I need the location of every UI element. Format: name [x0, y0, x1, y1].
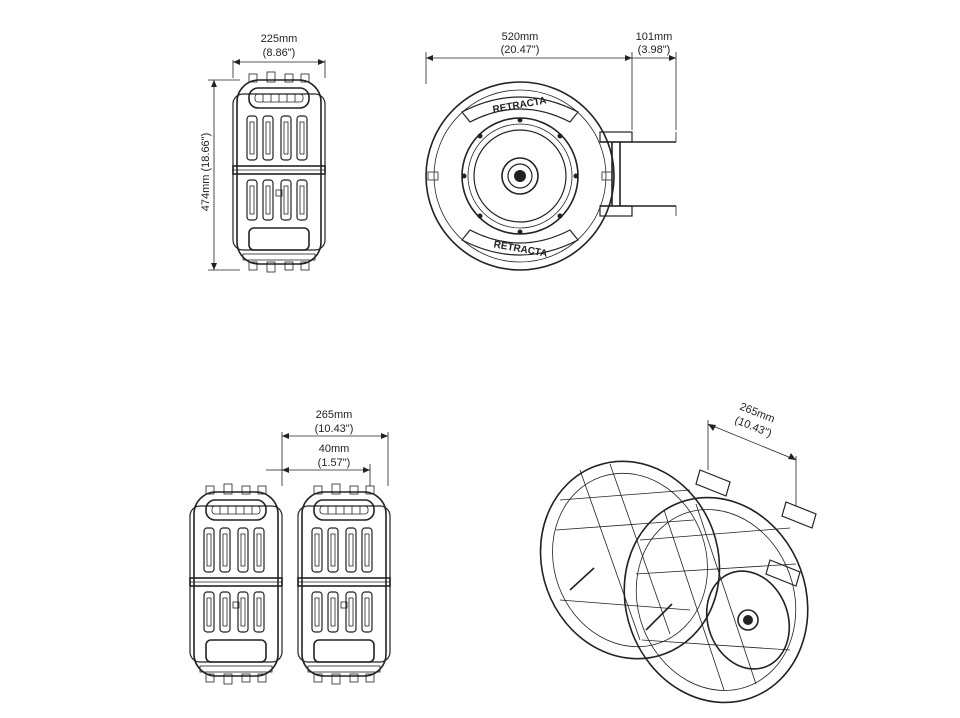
gap-in: (1.57"): [318, 457, 351, 469]
front-view: RETRACTA RETRACTA: [425, 52, 677, 271]
isometric-view: [539, 420, 817, 704]
height-dimension: 474mm (18.66"): [200, 133, 212, 212]
bracket-mm: 101mm: [636, 31, 673, 43]
pair-width-mm: 265mm: [316, 409, 353, 421]
gap-mm: 40mm: [319, 443, 350, 455]
side-width-mm: 225mm: [261, 33, 298, 45]
side-width-in: (8.86"): [263, 47, 296, 59]
side-view: [208, 59, 326, 273]
pair-width-in: (10.43"): [315, 423, 354, 435]
double-side-view: [189, 432, 391, 685]
bracket-in: (3.98"): [638, 44, 671, 56]
front-width-in: (20.47"): [501, 44, 540, 56]
front-width-mm: 520mm: [502, 31, 539, 43]
